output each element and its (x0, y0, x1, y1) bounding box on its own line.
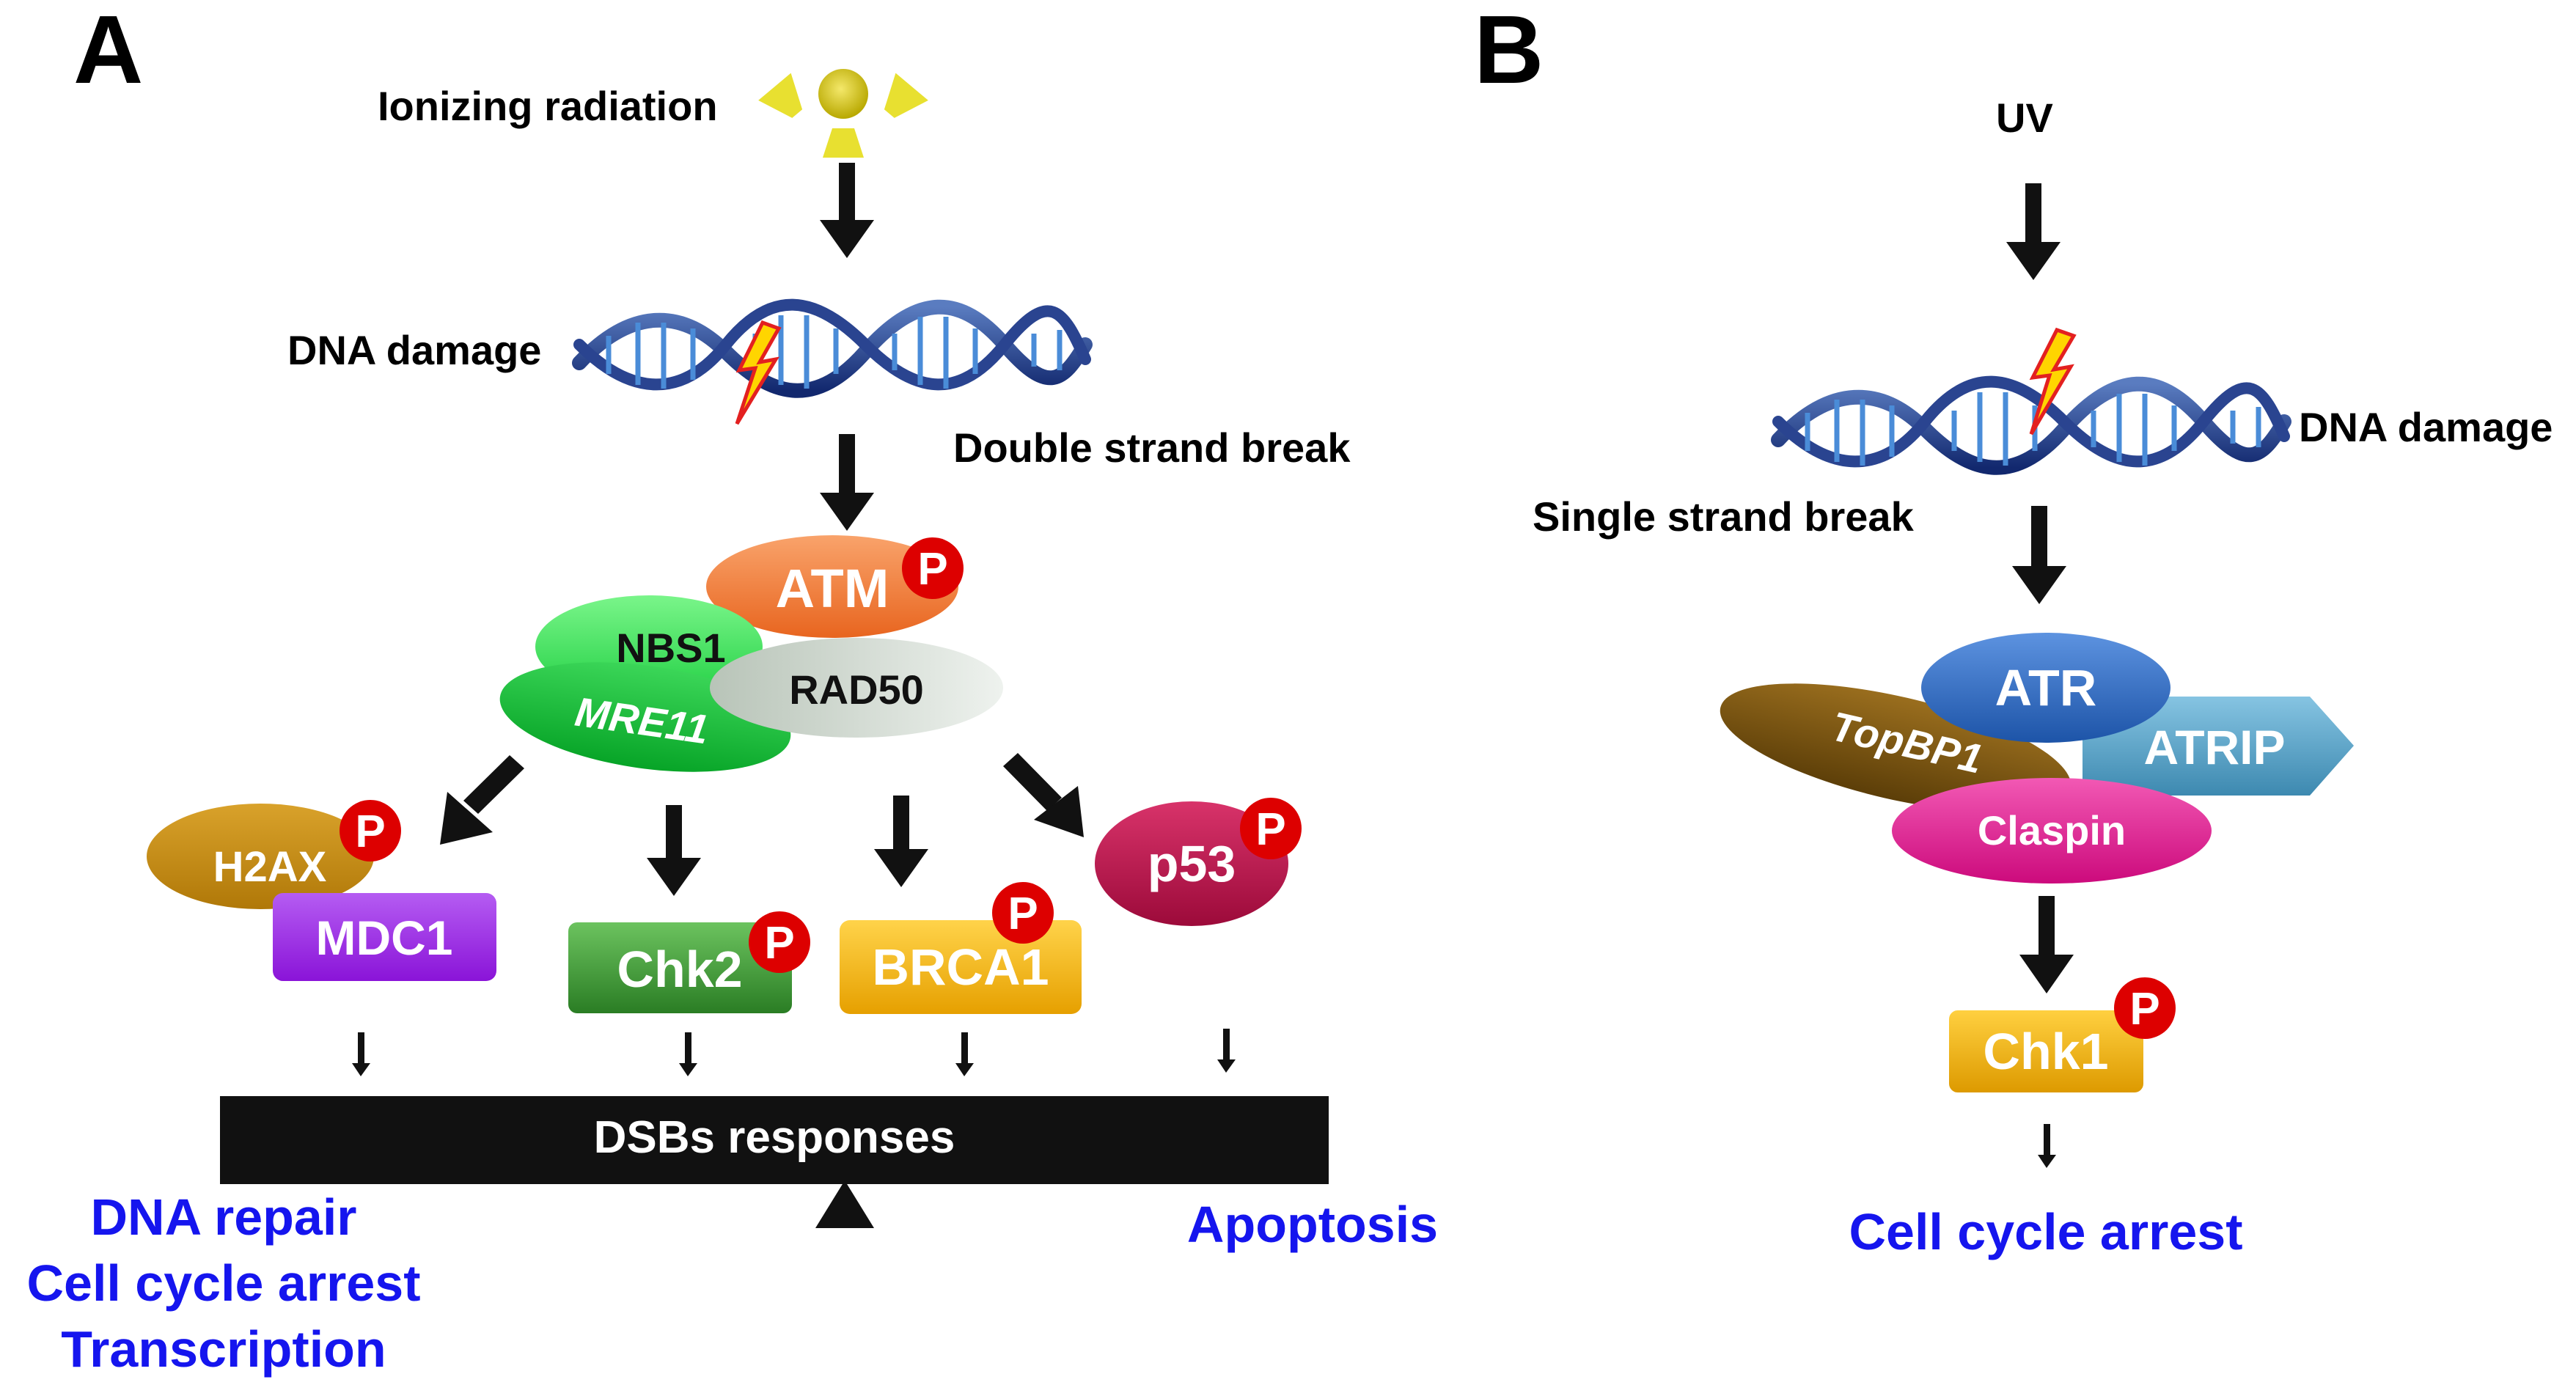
brca1-label: BRCA1 (872, 938, 1049, 996)
arrow-atr-to-chk1 (2019, 896, 2074, 993)
h2ax-label: H2AX (213, 843, 327, 891)
dsb-responses-bar (220, 1096, 1329, 1184)
atr-label: ATR (1995, 659, 2097, 716)
phospho-badge-p53: P (1240, 798, 1302, 859)
small-arrow-1 (352, 1032, 370, 1076)
small-arrow-4 (1217, 1029, 1236, 1073)
dsb-responses-label: DSBs responses (593, 1112, 955, 1163)
phospho-badge-brca1: P (992, 882, 1054, 944)
balance-fulcrum (815, 1180, 874, 1228)
phospho-badge-chk2: P (749, 911, 810, 973)
atr-complex (1720, 633, 2354, 883)
dna-damage-label-b: DNA damage (2299, 404, 2553, 450)
arrow-dna-to-complex (820, 434, 874, 531)
ionizing-radiation-label: Ionizing radiation (378, 83, 718, 129)
phospho-badge-chk1: P (2114, 977, 2176, 1039)
nbs1-label: NBS1 (616, 625, 725, 671)
mdc1-label: MDC1 (315, 911, 452, 965)
arrow-uv-to-dna (2006, 183, 2061, 280)
dna-damage-label-a: DNA damage (287, 327, 542, 373)
outcome-cell-cycle-arrest-a: Cell cycle arrest (26, 1254, 421, 1312)
single-strand-break-label: Single strand break (1533, 493, 1914, 540)
arrow-to-h2ax (440, 755, 524, 845)
h2ax-ellipse (147, 804, 374, 909)
chk1-box (1949, 1010, 2143, 1092)
chk2-label: Chk2 (617, 941, 742, 998)
svg-text:P: P (1008, 889, 1038, 939)
svg-text:P: P (917, 544, 947, 595)
chk2-box (568, 922, 792, 1013)
chk1-label: Chk1 (1983, 1023, 2108, 1080)
atm-label: ATM (776, 558, 889, 619)
small-arrow-2 (679, 1032, 697, 1076)
arrow-to-p53 (1003, 753, 1084, 837)
atm-complex (499, 535, 1003, 772)
svg-text:P: P (764, 918, 794, 969)
mdc1-box (273, 893, 496, 981)
rad50-label: RAD50 (789, 666, 924, 713)
claspin-ellipse (1892, 778, 2212, 883)
claspin-label: Claspin (1978, 807, 2126, 853)
small-arrow-3 (955, 1032, 974, 1076)
small-arrow-chk1 (2038, 1124, 2056, 1168)
svg-text:P: P (355, 807, 385, 857)
arrow-to-chk2 (647, 805, 701, 896)
phospho-badge-h2ax: P (340, 800, 401, 862)
svg-text:P: P (1255, 804, 1285, 855)
phospho-badge-atm: P (902, 537, 964, 599)
radiation-icon (758, 69, 928, 158)
outcome-apoptosis: Apoptosis (1186, 1196, 1439, 1253)
atr-ellipse (1921, 633, 2170, 743)
atm-ellipse (706, 535, 958, 638)
p53-ellipse (1095, 801, 1288, 926)
double-strand-break-label: Double strand break (953, 425, 1351, 471)
panel-a-letter: A (73, 0, 144, 103)
outcome-cell-cycle-arrest-b: Cell cycle arrest (1849, 1203, 2243, 1260)
dna-helix-b (1771, 327, 2291, 475)
p53-label: p53 (1148, 835, 1236, 892)
arrow-dna-to-atr (2012, 506, 2066, 604)
topbp1-ellipse (1720, 683, 2072, 812)
rad50-ellipse (710, 638, 1003, 738)
dna-helix-a (572, 298, 1093, 425)
svg-text:P: P (2129, 984, 2159, 1035)
outcome-dna-repair: DNA repair (90, 1189, 357, 1246)
arrow-to-brca1 (874, 796, 928, 887)
atrip-label: ATRIP (2143, 720, 2285, 774)
arrow-radiation-to-dna (820, 163, 874, 258)
atrip-pentagon (2083, 697, 2354, 796)
panel-b-letter: B (1474, 0, 1544, 103)
uv-label: UV (1996, 95, 2053, 141)
brca1-box (840, 920, 1082, 1014)
outcome-transcription: Transcription (61, 1320, 386, 1378)
